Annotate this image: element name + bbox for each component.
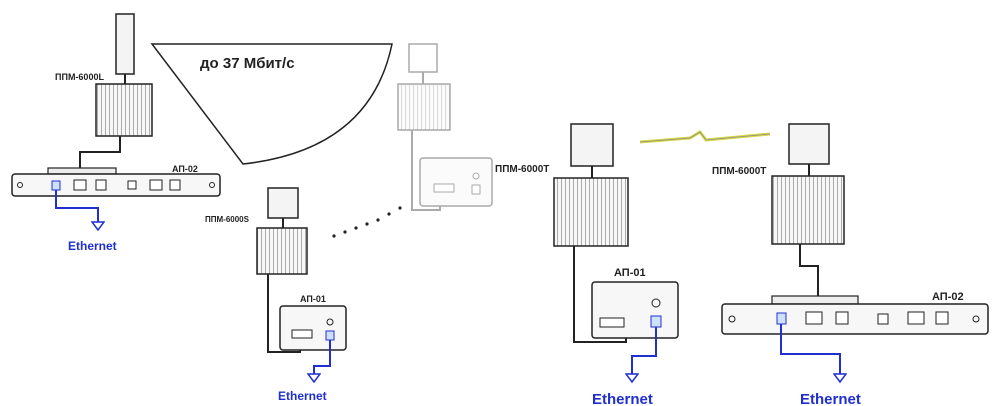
- station-right-a: ППМ-6000T АП-01 Ethernet: [495, 123, 679, 406]
- ppm-6000s-label: ППМ-6000S: [205, 215, 250, 224]
- bandwidth-label: до 37 Мбит/с: [200, 55, 295, 72]
- antenna-panel-6000t-a: [570, 123, 614, 167]
- radio-unit-6000t-b: [771, 175, 845, 245]
- antenna-panel-6000t-b: [788, 123, 830, 165]
- ppm-6000l-label: ППМ-6000L: [55, 72, 104, 82]
- dotted-link: [332, 206, 402, 238]
- ppm-6000t-right-label: ППМ-6000T: [712, 166, 766, 177]
- ethernet-label-right-b: Ethernet: [800, 391, 861, 406]
- antenna-panel-6000s: [267, 187, 299, 219]
- ap01-big-label: АП-01: [614, 267, 646, 279]
- radio-link-beam: [639, 130, 771, 144]
- ap01-small-label: АП-01: [300, 294, 326, 304]
- ap01-small-box: [279, 305, 347, 351]
- ap02-right-label: АП-02: [932, 291, 964, 303]
- radio-unit-6000s: [256, 227, 308, 275]
- ethernet-label-middle: Ethernet: [278, 389, 327, 403]
- station-middle: ППМ-6000S АП-01 Ethernet: [205, 187, 402, 403]
- ap02-left-label: АП-02: [172, 164, 198, 174]
- station-right-b: ППМ-6000T АП-02 Ethernet: [712, 123, 989, 406]
- coverage-sector: [150, 43, 393, 165]
- ppm-6000t-left-label: ППМ-6000T: [495, 164, 549, 175]
- ethernet-label-right-a: Ethernet: [592, 391, 653, 406]
- ap02-left-rack: [11, 173, 221, 197]
- station-faded: [397, 43, 493, 211]
- station-left: ППМ-6000L АП-02 Ethernet: [11, 13, 221, 253]
- radio-unit-6000t-a: [553, 177, 629, 247]
- antenna-tall: [115, 13, 135, 75]
- ethernet-label-left: Ethernet: [68, 239, 117, 253]
- radio-unit-6000l: [95, 83, 153, 137]
- ap01-big-box: [591, 281, 679, 339]
